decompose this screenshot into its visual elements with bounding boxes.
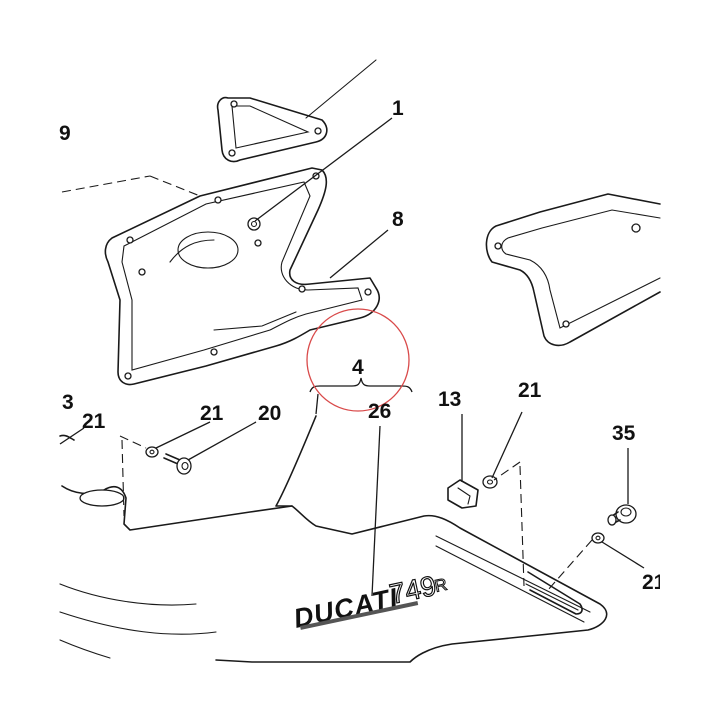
- highlight-circle: [306, 308, 410, 412]
- washer-21-left: [145, 446, 159, 458]
- leader-20: [187, 421, 257, 461]
- leader-21-right: [491, 411, 523, 479]
- callout-9: 9: [59, 122, 71, 145]
- callout-13: 13: [438, 388, 461, 411]
- screw-20: [163, 453, 192, 475]
- brace-4: [309, 377, 413, 393]
- fairing-inner-panel: [104, 167, 380, 386]
- lower-fairing: [59, 415, 608, 663]
- guide-line: [519, 465, 525, 587]
- callout-35: 35: [612, 422, 636, 445]
- clip-13: [447, 479, 479, 509]
- washer-21-far-right: [591, 532, 605, 544]
- edge-crop: [660, 560, 720, 600]
- leader-8: [329, 229, 389, 279]
- leader-1: [254, 117, 393, 222]
- callout-21-left: 21: [200, 402, 224, 425]
- right-bracket-panel: [485, 193, 661, 347]
- callout-4: 4: [352, 356, 364, 379]
- guide-line: [121, 439, 125, 517]
- brace-4-stem: [315, 393, 319, 415]
- callout-26: 26: [368, 400, 391, 423]
- callout-3: 3: [62, 391, 74, 414]
- callout-20: 20: [258, 402, 281, 425]
- decal-stripe: [300, 601, 419, 630]
- guide-line: [119, 435, 147, 449]
- leader-21-left: [155, 421, 211, 449]
- callout-8: 8: [392, 208, 404, 231]
- washer-21-right: [482, 475, 498, 489]
- leader-21-edge: [59, 427, 85, 445]
- guide-line: [547, 539, 593, 591]
- decal-model-suffix: R: [433, 575, 449, 596]
- callout-21-right: 21: [518, 379, 542, 402]
- callout-21-edge: 21: [82, 410, 106, 433]
- ducati-749r-decal: DUCATI 749 R: [291, 569, 449, 634]
- screw-35: [607, 504, 637, 526]
- guide-line: [493, 461, 521, 481]
- reference-line: [149, 175, 201, 197]
- leader-21-far-right: [601, 541, 645, 569]
- reference-line: [61, 175, 151, 193]
- callout-1: 1: [392, 97, 404, 120]
- callout-21-far-right: 21: [642, 571, 666, 594]
- small-cover-plate: [216, 96, 328, 163]
- leader-26: [371, 425, 381, 597]
- reference-line: [305, 59, 377, 119]
